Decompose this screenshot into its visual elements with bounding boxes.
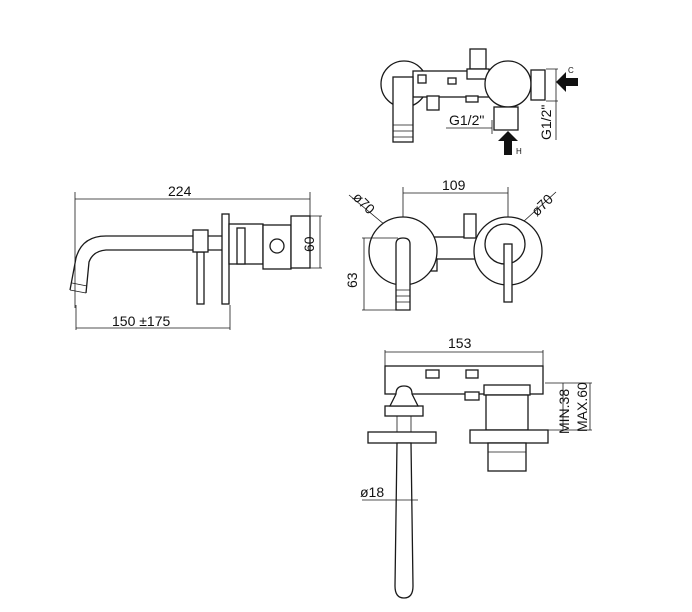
dim-min-depth: MIN.38: [556, 389, 572, 434]
dim-plate-diameter-left: ø70: [350, 189, 379, 218]
dim-plate-diameter-right: ø70: [528, 191, 557, 220]
dim-spout-diameter: ø18: [360, 484, 384, 500]
hot-inlet-label: H: [516, 147, 522, 156]
dim-depth-153: 153: [448, 335, 472, 351]
hot-inlet-arrow: [498, 131, 518, 155]
dim-thread-bottom: G1/2": [449, 112, 484, 128]
dim-thread-side: G1/2": [538, 105, 554, 140]
dim-projection-range: 150 ±175: [112, 313, 171, 329]
top-view: G1/2" G1/2" C H: [380, 48, 578, 156]
cold-inlet-arrow: [556, 72, 578, 92]
section-view: 153 MIN.38 MAX.60 ø18: [360, 335, 592, 599]
cold-inlet-label: C: [568, 66, 574, 75]
dim-max-depth: MAX.60: [574, 382, 590, 432]
dim-overall-length: 224: [168, 183, 192, 199]
front-view: 109 ø70 ø70 63: [344, 177, 557, 311]
side-view: 224 60 150 ±175: [69, 183, 322, 330]
dim-plate-height-side: 60: [301, 236, 317, 252]
dim-spacing: 109: [442, 177, 466, 193]
dim-height-63: 63: [344, 272, 360, 288]
